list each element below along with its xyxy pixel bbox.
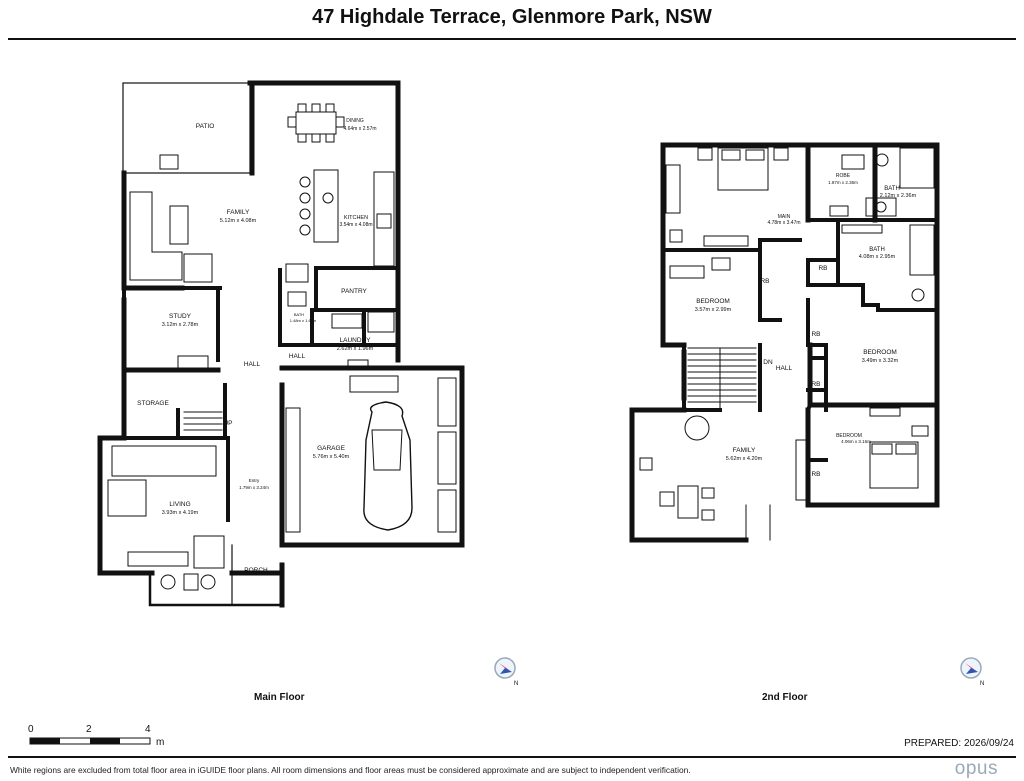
second-floor-windows: [660, 159, 940, 541]
scale-tick-2: 2: [86, 724, 92, 735]
label-laundry: LAUNDRY: [340, 337, 372, 344]
scale-bar: [29, 737, 151, 745]
label-study-dim: 3.12m x 2.78m: [162, 322, 199, 328]
label-robe: ROBE: [836, 173, 851, 179]
main-floor-furniture: [107, 103, 457, 591]
label-bedroom-a: BEDROOM: [696, 298, 730, 305]
label-rb-4: RB: [811, 381, 820, 388]
compass-n-label: N: [514, 681, 518, 687]
label-living: LIVING: [169, 501, 190, 508]
second-floor-label: 2nd Floor: [762, 692, 808, 703]
label-family-upper: FAMILY: [733, 447, 756, 454]
label-study: STUDY: [169, 313, 192, 320]
label-hall: HALL: [244, 361, 261, 368]
label-ensuite: BATH: [884, 186, 900, 192]
compass-icon: N: [494, 657, 518, 687]
label-bath: BATH: [294, 312, 304, 317]
second-floor-walls: [629, 142, 940, 543]
label-family-upper-dim: 5.62m x 4.20m: [726, 456, 763, 462]
header-rule: [8, 38, 1016, 40]
label-family: FAMILY: [227, 209, 250, 216]
prepared-date: PREPARED: 2026/09/24: [904, 738, 1014, 749]
label-up: UP: [223, 420, 232, 427]
compass-icon: N: [960, 657, 984, 687]
label-bedroom-b-dim: 3.49m x 3.32m: [862, 358, 899, 364]
label-bedroom-c: BEDROOM: [836, 433, 862, 439]
label-porch: PORCH: [244, 567, 268, 574]
label-entry-dim: 1.79m x 3.24m: [239, 485, 269, 490]
footnote: White regions are excluded from total fl…: [10, 765, 691, 775]
label-entry: Entry: [249, 478, 260, 483]
label-bedroom-a-dim: 3.57m x 2.99m: [695, 307, 732, 313]
second-floor-furniture: [639, 147, 935, 521]
label-main: MAIN: [778, 214, 791, 220]
label-living-dim: 3.93m x 4.19m: [162, 510, 199, 516]
compass-n-label: N: [980, 681, 984, 687]
label-laundry-dim: 2.62m x 1.96m: [337, 346, 374, 352]
label-bath-2: BATH: [869, 247, 885, 253]
label-kitchen-dim: 3.54m x 4.08m: [339, 222, 372, 228]
label-bath-2-dim: 4.08m x 2.95m: [859, 254, 896, 260]
label-storage: STORAGE: [137, 400, 169, 407]
label-dining-dim: 4.64m x 2.57m: [343, 126, 376, 132]
label-patio: PATIO: [196, 123, 215, 130]
label-garage: GARAGE: [317, 445, 345, 452]
main-floor-walls: [97, 80, 465, 608]
label-ensuite-dim: 2.12m x 2.36m: [880, 193, 917, 199]
label-kitchen: KITCHEN: [344, 215, 368, 221]
label-garage-dim: 5.76m x 5.40m: [313, 454, 350, 460]
label-bedroom-c-dim: 4.06m x 3.16m: [841, 439, 871, 444]
label-family-dim: 5.12m x 4.08m: [220, 218, 257, 224]
label-dining: DINING: [346, 118, 364, 124]
label-dn: DN: [763, 359, 773, 366]
brand-logo: opus: [954, 758, 998, 779]
label-hall-2: HALL: [289, 353, 306, 360]
label-pantry: PANTRY: [341, 288, 367, 295]
label-rb-5: RB: [811, 471, 820, 478]
scale-tick-4: 4: [145, 724, 151, 735]
label-robe-dim: 1.87m x 2.36m: [828, 180, 858, 185]
label-bath-dim: 1.48m x 1.66m: [290, 318, 317, 323]
label-rb-2: RB: [818, 265, 827, 272]
label-bedroom-b: BEDROOM: [863, 349, 897, 356]
scale-unit: m: [156, 737, 165, 748]
label-rb-3: RB: [811, 331, 820, 338]
main-floor-windows: [97, 80, 465, 576]
label-rb-1: RB: [760, 278, 769, 285]
label-main-dim: 4.78m x 3.47m: [767, 220, 800, 226]
main-floor-label: Main Floor: [254, 692, 305, 703]
label-hall-upper: HALL: [776, 365, 793, 372]
scale-tick-0: 0: [28, 724, 34, 735]
page-title: 47 Highdale Terrace, Glenmore Park, NSW: [312, 6, 712, 28]
